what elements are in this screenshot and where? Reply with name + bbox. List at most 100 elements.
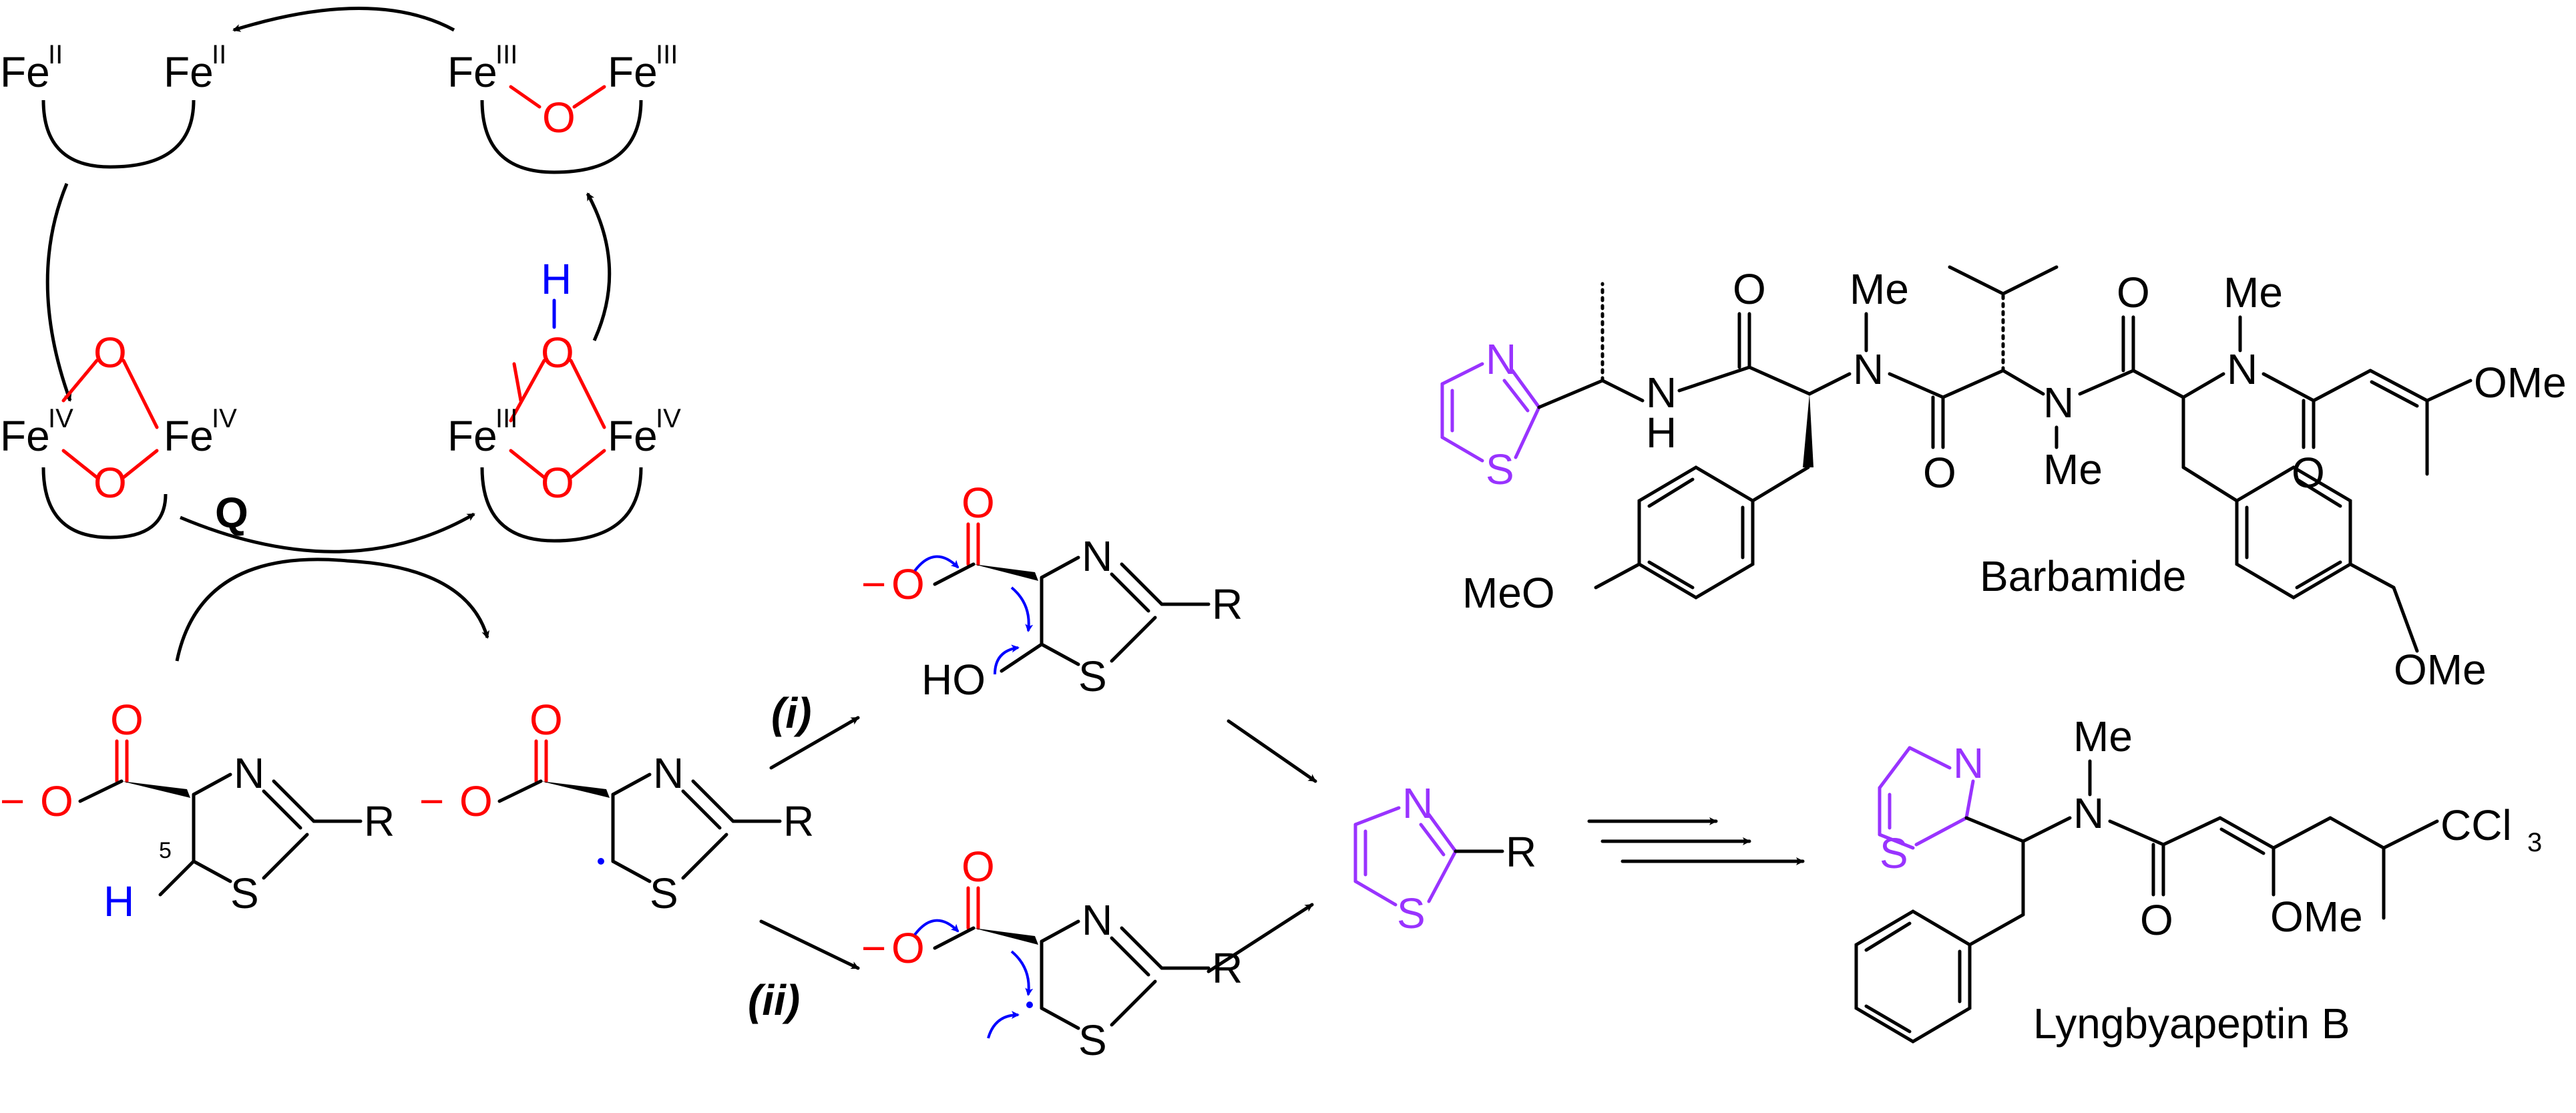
r-group: R (364, 797, 395, 845)
c-o-single-bond (78, 779, 124, 803)
c-oh-bond (1000, 642, 1044, 673)
thiazole-bond (1440, 362, 1484, 386)
thiazole-bond (1353, 806, 1401, 827)
wedge-bond (1803, 394, 1813, 467)
thiazole-bond (1878, 746, 1912, 790)
isopropyl-bond (1948, 265, 2005, 296)
hydrogen-abstraction-arrow (180, 512, 475, 553)
thiazole-bond (1440, 435, 1484, 463)
fe-o-bond (512, 362, 523, 403)
cycle-arrow (586, 192, 612, 342)
isopropyl-bond (2001, 265, 2059, 296)
benzyl-bond (1968, 913, 2025, 947)
fe-oxidation-state: III (495, 404, 517, 433)
fe-o-bond (122, 359, 159, 429)
backbone-bond (1600, 379, 1645, 403)
aryl-ether-bond (1594, 562, 1641, 590)
fe-label: Fe (0, 48, 50, 96)
fe-label: Fe (0, 412, 50, 460)
thiazole-nitrogen: N (1953, 739, 1984, 787)
carboxylate-charge: − (861, 560, 886, 608)
fe-o-bond (572, 85, 606, 109)
backbone-bond (1964, 816, 2025, 843)
thiazole-bond (1514, 405, 1541, 459)
amide-nitrogen: N (2227, 345, 2258, 393)
carboxylate-charge: − (861, 924, 886, 972)
to-thiazole-arrow (1227, 719, 1317, 783)
substrate-to-radical-arrow (175, 558, 490, 662)
ring-nitrogen: N (1082, 532, 1112, 580)
vinyl-double-bond (2368, 369, 2429, 403)
backbone-bond (1807, 372, 1852, 396)
diferrous-center: Fe II Fe II (0, 40, 226, 169)
compound-q-diamond-core: O O Fe IV Fe IV Q (0, 328, 248, 539)
thiazole-bond (1878, 833, 1915, 850)
backbone-bond (1888, 372, 1945, 399)
methoxy-group: OMe (2270, 893, 2363, 941)
aromatic-double-bond (1647, 477, 1695, 508)
electron-push-arrow (987, 1011, 1020, 1039)
backbone-bond (1677, 365, 1751, 393)
fe-oxidation-state: IV (48, 404, 73, 433)
fe-label: Fe (164, 412, 214, 460)
vinyl-double-bond (2370, 380, 2419, 408)
compound-name-lyngbyapeptin-b: Lyngbyapeptin B (2033, 999, 2350, 1048)
aryl-ether-bond (2392, 586, 2419, 653)
fe-o-bond (61, 359, 99, 403)
aryl-ether-bond (2348, 562, 2396, 590)
chain-bond (2328, 816, 2386, 850)
methoxy-group: OMe (2474, 359, 2567, 407)
backbone-bond (2181, 372, 2225, 399)
carbonyl-oxygen: O (961, 479, 995, 527)
chain-bond (2382, 819, 2439, 850)
electron-push-arrow (1010, 950, 1034, 996)
ring-bond (611, 772, 652, 797)
carboxylate-oxygen: O (891, 924, 925, 972)
carbonyl-oxygen: O (961, 843, 995, 891)
fe-o-bond (61, 449, 99, 479)
lyngbyapeptin-b-structure: N S N Me O OMe CCl 3 Lyngbya (1854, 712, 2542, 1048)
n-methyl: Me (2073, 712, 2133, 760)
diiron-cycle: Fe II Fe II Fe III Fe III O O O (0, 7, 681, 662)
radical-dot (1026, 1001, 1033, 1008)
pathway-ii-arrow (759, 919, 860, 970)
benzyl-bond (2181, 465, 2239, 503)
electron-push-arrow (913, 555, 959, 572)
fe-oxidation-state: III (656, 40, 678, 69)
carbonyl-oxygen: O (1923, 449, 1956, 497)
c-n-double-bond (1110, 572, 1150, 613)
fe-label: Fe (608, 412, 658, 460)
c-o-single-bond (933, 926, 976, 950)
step-ii-label: (ii) (748, 976, 800, 1024)
fe-oxidation-state: IV (212, 404, 237, 433)
to-thiazole-arrow (1207, 903, 1314, 973)
protein-scaffold-arc (41, 467, 168, 539)
hydroxo-oxygen: O (541, 328, 574, 377)
intermediate-q-label: Q (215, 489, 248, 537)
aromatic-double-bond (1864, 921, 1912, 952)
carbonyl-oxygen: O (1733, 265, 1766, 313)
fe-o-bond (509, 449, 546, 479)
carbonyl-oxygen: O (529, 696, 563, 744)
ring-bond (1110, 616, 1157, 663)
oxo-oxygen: O (542, 93, 576, 142)
fe-o-bond (569, 359, 606, 429)
wedge-bond (122, 781, 190, 798)
thiazoline-substrate: O − O N R S 5 H (0, 696, 395, 925)
bridging-oxygen: O (93, 459, 127, 507)
n-methyl: Me (2223, 268, 2283, 316)
cycle-arrow (232, 7, 455, 32)
carbonyl-oxygen: O (2140, 896, 2173, 944)
methoxy-group: MeO (1462, 569, 1555, 617)
protein-scaffold-arc (480, 99, 643, 174)
trichloromethyl-subscript: 3 (2527, 828, 2542, 857)
c-n-double-bond (1120, 562, 1164, 606)
backbone-bond (2108, 819, 2165, 847)
fe-label: Fe (608, 48, 658, 96)
thiazole-nitrogen: N (1402, 779, 1433, 827)
ring-sulfur: S (1078, 1016, 1107, 1064)
chain-bond (2272, 816, 2332, 850)
methoxy-group: OMe (2394, 646, 2487, 694)
fe-o-bond (569, 449, 606, 479)
compound-name-barbamide: Barbamide (1980, 552, 2187, 600)
